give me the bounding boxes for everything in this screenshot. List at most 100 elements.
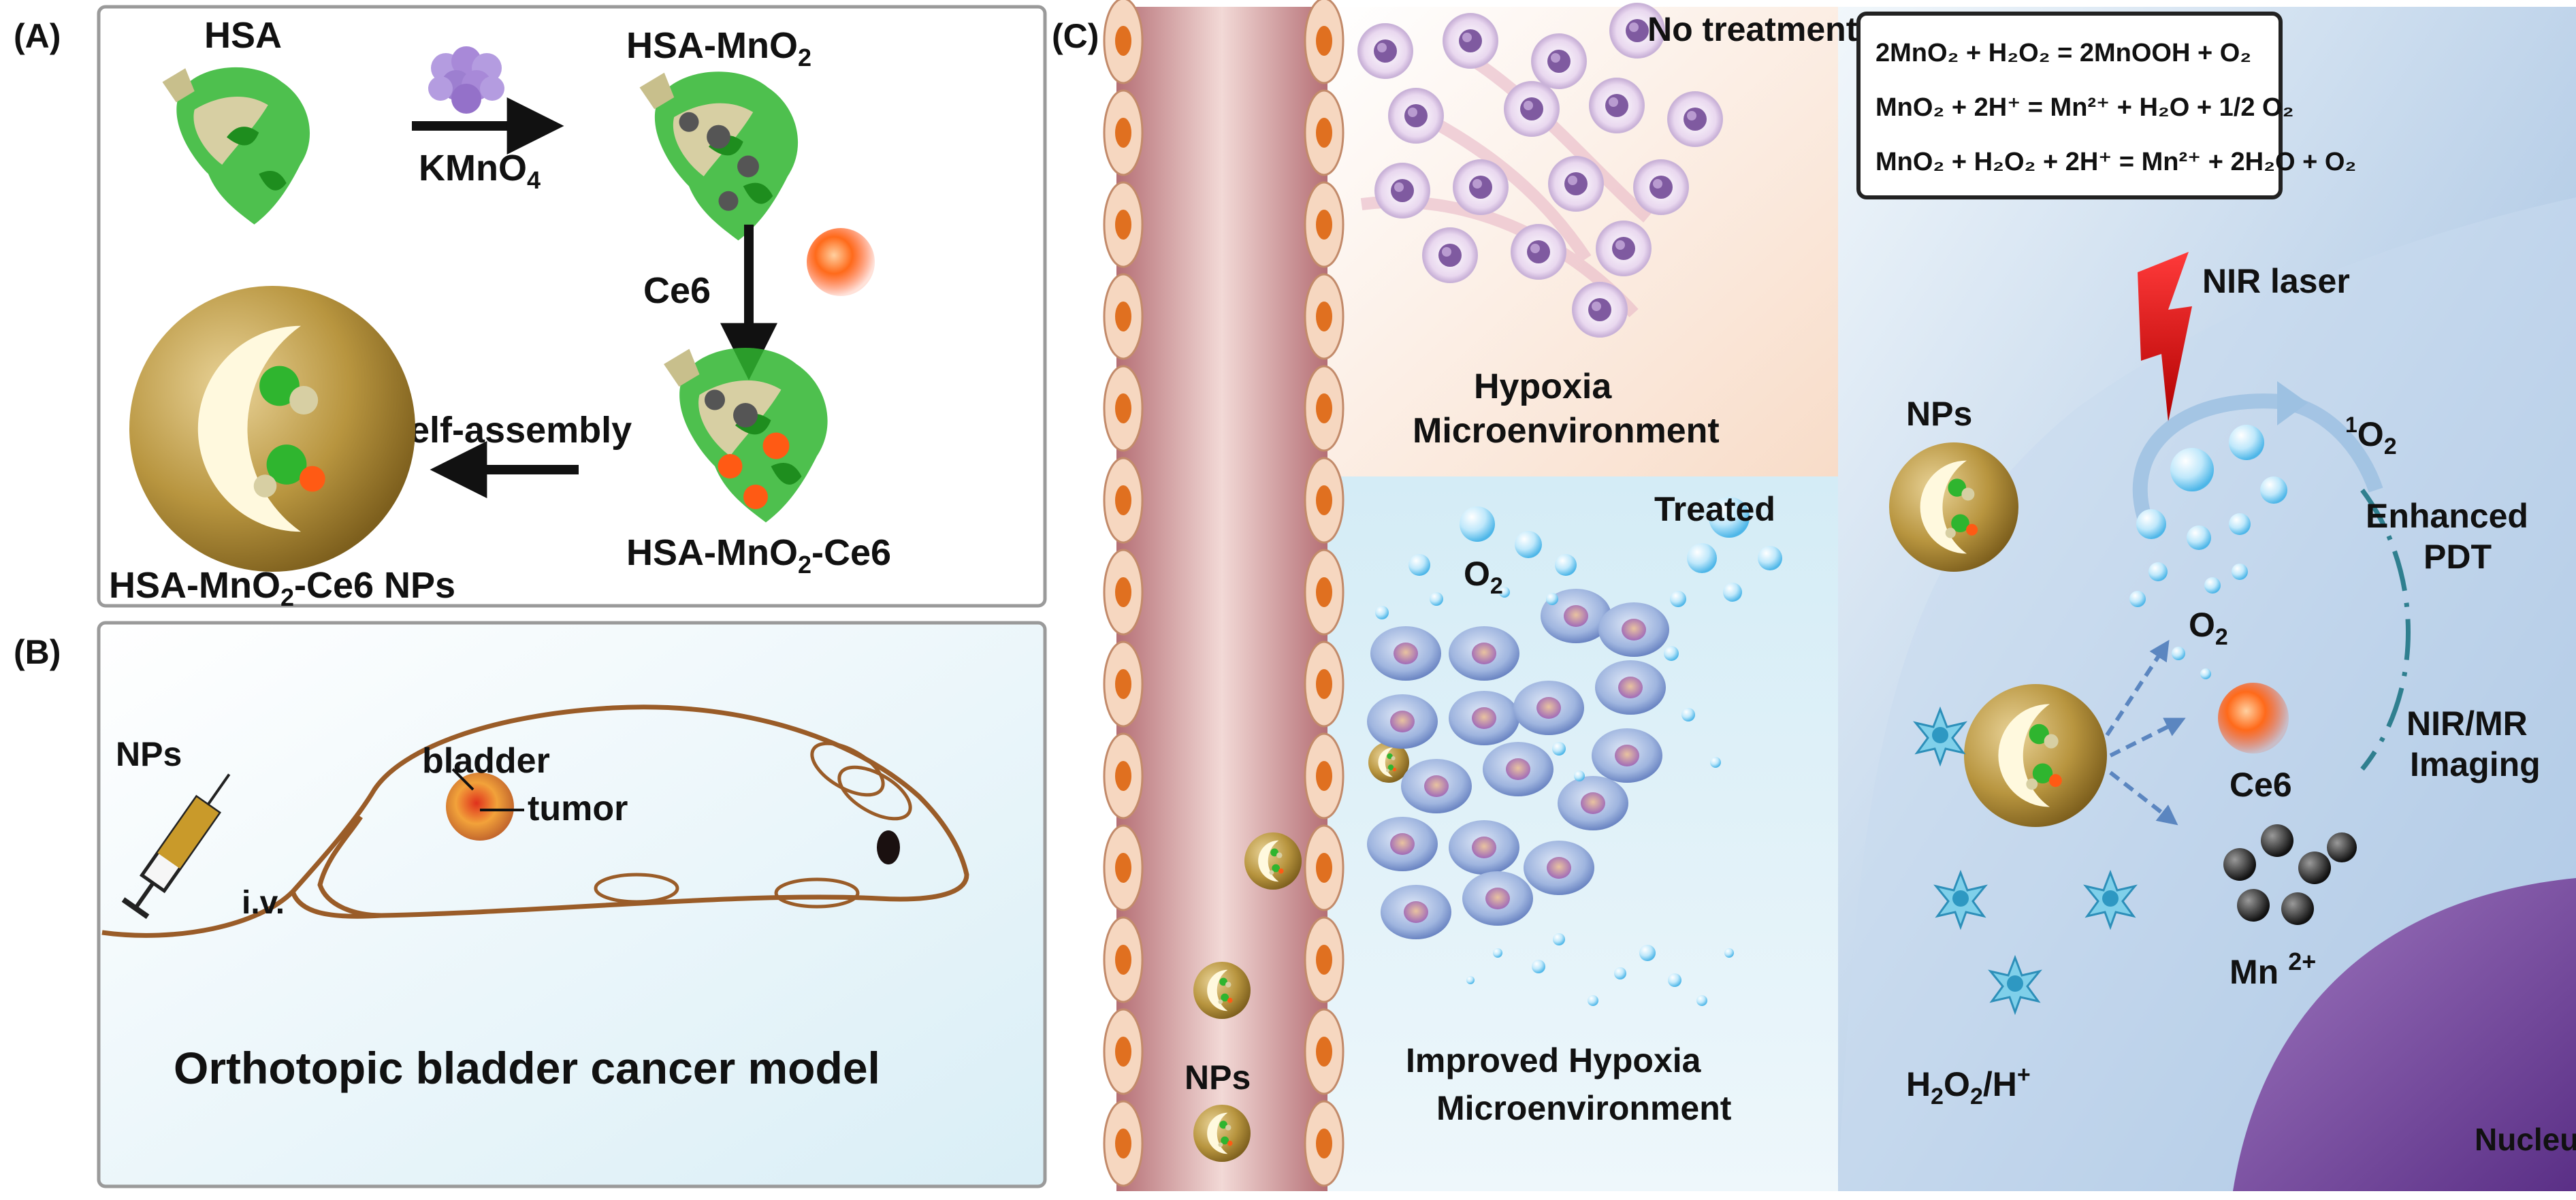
enhanced-label: Enhanced <box>2366 497 2528 535</box>
mouse-foot <box>594 873 679 904</box>
panel-a: (A) HSA KMnO4 HSA-MnO2 Ce6 HSA-MnO2-Ce6 <box>14 5 1047 611</box>
o2-bubble <box>1375 606 1389 619</box>
nucleus-label: Nucleus <box>2475 1122 2576 1157</box>
treated-cell <box>1595 660 1666 715</box>
equation-1: 2MnO₂ + H₂O₂ = 2MnOOH + O₂ <box>1875 39 2251 67</box>
o2-bubble <box>2129 591 2146 607</box>
ce6-label-a: Ce6 <box>643 270 711 311</box>
equation-2: MnO₂ + 2H⁺ = Mn²⁺ + H₂O + 1/2 O₂ <box>1875 93 2293 122</box>
hsa-mno2-label: HSA-MnO2 <box>626 25 811 71</box>
endothelial-cell <box>1103 365 1144 452</box>
treated-cell <box>1370 626 1441 681</box>
equation-box <box>1856 12 2283 199</box>
treated-cell <box>1367 694 1438 749</box>
iv-label: i.v. <box>242 885 285 921</box>
hypoxic-cell <box>1548 156 1604 212</box>
vessel-nanoparticle <box>1193 962 1251 1019</box>
endothelial-cell <box>1103 273 1144 360</box>
endothelial-cell <box>1304 0 1345 84</box>
o2-label-treated: O2 <box>1464 555 1503 599</box>
h2o2-label: H2O2/H+ <box>1906 1062 2031 1109</box>
ce6-cell-label: Ce6 <box>2229 766 2292 804</box>
o2-bubble <box>1546 593 1558 605</box>
endothelial-cell <box>1304 1008 1345 1095</box>
o2-bubble <box>1574 771 1585 781</box>
treated-cell <box>1449 691 1519 745</box>
pdt-dash-arc <box>2360 488 2411 771</box>
imaging-label: Imaging <box>2410 745 2541 783</box>
treated-cell <box>1524 841 1594 895</box>
bladder-tumor-icon <box>446 773 514 841</box>
o2-bubble <box>2229 513 2251 535</box>
nanoparticle-large-icon <box>129 286 416 572</box>
hypoxic-cell <box>1388 88 1444 144</box>
o2-bubble <box>2148 562 2168 581</box>
o2-bubble <box>1670 591 1686 607</box>
panel-c: (C) Nucleus NPs No treatment Hypoxia Mic… <box>1052 0 2576 1191</box>
endothelial-cell <box>1103 732 1144 820</box>
self-assembly-label: Self-assembly <box>385 410 632 451</box>
o2-bubble <box>2187 525 2211 550</box>
o2-bubble <box>1466 976 1475 984</box>
mouse-ear <box>810 741 885 797</box>
endothelial-cell <box>1103 1100 1144 1187</box>
mn-ions <box>2223 824 2357 925</box>
o2-bubble <box>1639 945 1656 961</box>
endothelial-cell <box>1103 181 1144 268</box>
endothelial-cell <box>1103 640 1144 728</box>
endothelial-cell <box>1304 824 1345 911</box>
o2-bubble <box>1552 742 1566 756</box>
nps-label-a: HSA-MnO2-Ce6 NPs <box>109 565 455 611</box>
release-arrows <box>2105 639 2186 826</box>
hypoxic-cell <box>1589 78 1645 133</box>
hypoxic-cell <box>1572 282 1628 338</box>
hypoxic-cell <box>1596 221 1652 276</box>
o2-bubble <box>1723 583 1742 602</box>
o2-bubble <box>2200 668 2211 679</box>
endothelial-cell <box>1304 365 1345 452</box>
o2-bubble <box>2204 577 2221 594</box>
o2-bubble <box>1664 646 1679 661</box>
vessel-nanoparticle <box>1244 832 1302 890</box>
o2-bubble <box>1408 554 1430 576</box>
hypoxic-cell <box>1511 224 1566 280</box>
nps-label-b: NPs <box>116 735 182 773</box>
endothelial-cell <box>1304 181 1345 268</box>
treated-cell <box>1513 681 1584 735</box>
vessel-endothelium-left <box>1103 0 1144 1187</box>
o2-bubble <box>1724 948 1734 958</box>
kmno4-label: KMnO4 <box>419 148 541 194</box>
o2-bubble <box>1493 948 1502 958</box>
endothelial-cell <box>1103 1008 1144 1095</box>
nir-laser-label: NIR laser <box>2202 262 2350 300</box>
endothelial-cell <box>1304 89 1345 176</box>
o2-bubble <box>2170 448 2214 491</box>
endothelial-cell <box>1304 1100 1345 1187</box>
mouse-outline <box>101 704 969 938</box>
o2-bubble <box>1555 554 1577 576</box>
endothelial-cell <box>1304 732 1345 820</box>
endothelial-cell <box>1304 916 1345 1003</box>
endothelial-cell <box>1103 89 1144 176</box>
o2-bubble <box>1553 933 1565 945</box>
cycle-arrow <box>2132 393 2383 520</box>
o2-bubble <box>2172 647 2185 660</box>
panel-b-frame <box>97 621 1047 1188</box>
endothelial-cell <box>1304 457 1345 544</box>
treated-cell <box>1598 602 1669 657</box>
hypoxic-cell <box>1374 163 1430 218</box>
endothelial-cell <box>1304 640 1345 728</box>
pdt-label: PDT <box>2424 538 2492 576</box>
singlet-oxygen-label: 1O2 <box>2345 412 2397 459</box>
nps-cell-label: NPs <box>1906 395 1972 433</box>
nucleus <box>2233 878 2576 1191</box>
hypoxia-label-line1: Hypoxia <box>1474 367 1612 406</box>
hypoxia-label-line2: Microenvironment <box>1413 411 1720 451</box>
hsa-mno2-ce6-protein-icon <box>664 347 828 523</box>
ce6-molecule-icon <box>807 228 875 296</box>
mouse-eye <box>877 830 900 864</box>
o2-bubble <box>1614 967 1626 979</box>
treated-label: Treated <box>1654 490 1775 528</box>
panel-b-caption: Orthotopic bladder cancer model <box>174 1043 880 1093</box>
